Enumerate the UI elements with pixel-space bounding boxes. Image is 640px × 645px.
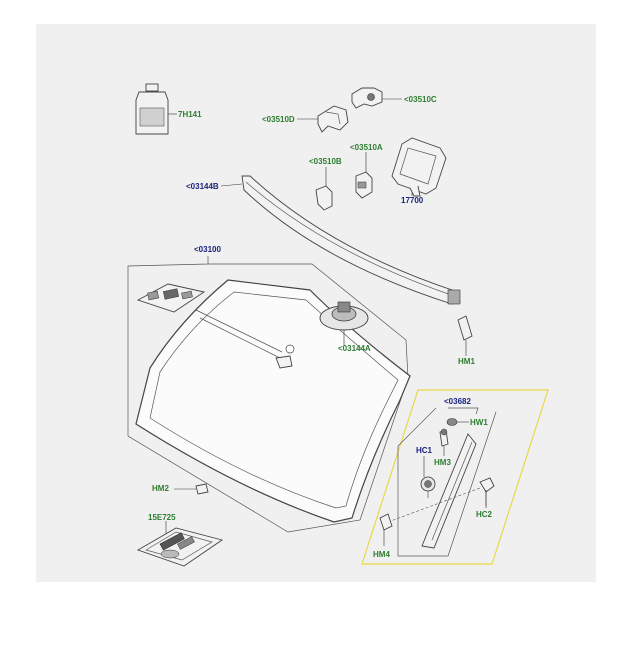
repair-kit-tray-icon [136,527,224,567]
label-hm3: HM3 [434,458,451,467]
hm1-part-icon [457,315,473,341]
fixing-dash-line [387,487,481,523]
label-03510a: <03510A [350,143,383,152]
hc1-part-icon [420,476,436,498]
windscreen-assembly-outline [127,256,409,533]
mirror-bracket-c-icon [351,87,383,109]
label-03144a: <03144A [338,344,371,353]
label-03682: <03682 [444,397,471,406]
bottle-icon [135,83,169,135]
label-03510c: <03510C [404,95,437,104]
windscreen-glass-icon [135,279,411,523]
hm3-part-icon [439,428,449,447]
top-moulding-strip-icon [241,175,461,305]
hw1-part-icon [446,418,458,426]
mirror-bracket-d-icon [317,105,349,133]
hm4-part-icon [379,513,393,531]
label-hc2: HC2 [476,510,493,519]
hm2-part-icon [195,483,209,495]
a-pillar-trim-icon [421,433,477,549]
label-03144b: <03144B [186,182,219,191]
label-hm2: HM2 [152,484,169,493]
label-03510d: <03510D [262,115,295,124]
label-hm1: HM1 [458,357,475,366]
label-03100: <03100 [194,245,221,254]
label-03510b: <03510B [309,157,342,166]
label-7h141: 7H141 [178,110,202,119]
label-15e725: 15E725 [148,513,176,522]
label-hm4: HM4 [373,550,390,559]
label-hw1: HW1 [470,418,488,427]
label-hc1: HC1 [416,446,433,455]
clip-a-icon [355,171,373,199]
highlight-box [361,389,549,565]
sensor-kit-tray-icon [136,283,206,313]
rear-view-mirror-icon [391,137,447,197]
label-17700: 17700 [401,196,424,205]
